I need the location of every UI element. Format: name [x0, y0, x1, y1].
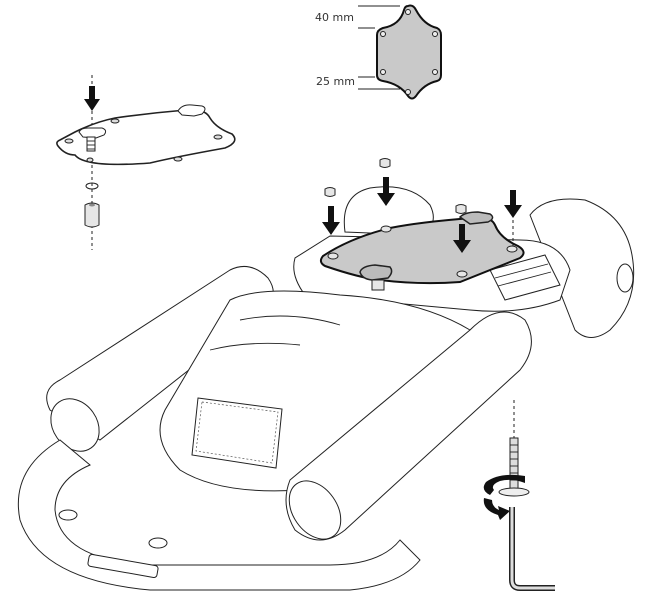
dimension-lines — [358, 5, 400, 90]
down-arrows — [322, 177, 522, 253]
hex-standoff-icon — [84, 202, 100, 228]
washer-icon — [85, 182, 99, 190]
down-arrow-icon — [453, 224, 471, 253]
down-arrow-icon — [84, 86, 100, 111]
base-unit — [17, 186, 635, 591]
hex-nuts — [324, 158, 467, 214]
mounting-plate — [319, 211, 525, 291]
plate-detail-view — [56, 75, 236, 250]
down-arrow-icon — [504, 190, 522, 218]
screw-and-allen-key — [483, 400, 555, 591]
down-arrow-icon — [322, 206, 340, 235]
dimension-label-40mm: 40 mm — [315, 11, 354, 24]
rotate-clockwise-icon — [483, 474, 525, 520]
allen-key-icon — [509, 507, 555, 591]
plate-dimension-icon — [376, 4, 442, 100]
machine-screw-icon — [509, 437, 519, 491]
down-arrow-icon — [377, 177, 395, 206]
dimension-label-25mm: 25 mm — [316, 75, 355, 88]
